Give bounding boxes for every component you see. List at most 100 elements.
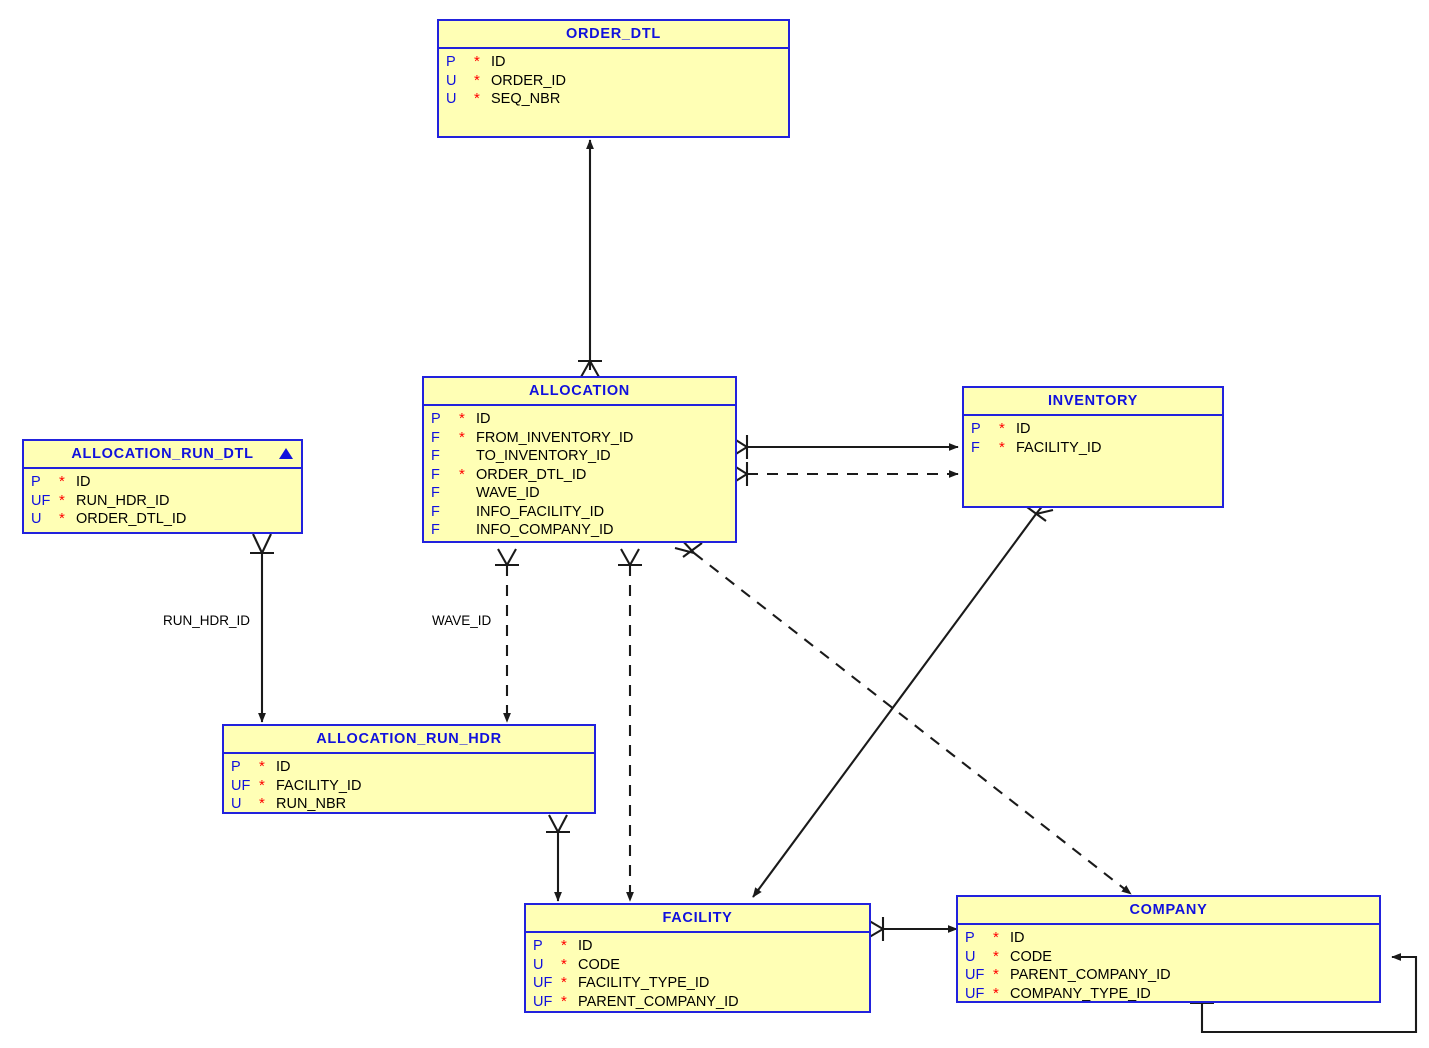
attribute-row: U * ORDER_ID [439, 72, 788, 91]
attribute-name: ID [1010, 930, 1025, 946]
attribute-required [459, 486, 472, 500]
attribute-required [459, 523, 472, 537]
attribute-name: FACILITY_ID [1016, 439, 1102, 456]
attribute-row: F * FROM_INVENTORY_ID [424, 429, 735, 448]
attribute-row: U * CODE [526, 956, 869, 975]
attribute-name: FACILITY_TYPE_ID [578, 975, 710, 991]
attribute-name: INFO_FACILITY_ID [476, 503, 605, 520]
attribute-key: P [965, 930, 975, 946]
entity-allocation[interactable]: ALLOCATION P * ID F * FROM_INVENTORY_ID … [422, 376, 737, 543]
attribute-list: P * ID F * FACILITY_ID [964, 416, 1222, 461]
edge-allocation-inventory-dashed [730, 462, 959, 486]
attribute-key: UF [965, 985, 985, 1002]
attribute-row: F INFO_COMPANY_ID [424, 521, 735, 540]
attribute-required: * [561, 974, 567, 991]
attribute-key: P [431, 411, 441, 427]
attribute-name: SEQ_NBR [491, 91, 561, 107]
attribute-row: P * ID [964, 420, 1222, 439]
attribute-row: U * SEQ_NBR [439, 90, 788, 109]
attribute-key: P [31, 474, 41, 490]
attribute-name: ORDER_DTL_ID [476, 466, 587, 483]
attribute-row: F INFO_FACILITY_ID [424, 503, 735, 522]
attribute-list: P * ID F * FROM_INVENTORY_ID F TO_INVENT… [424, 406, 735, 544]
attribute-required: * [459, 410, 465, 427]
attribute-name: ID [1016, 421, 1031, 437]
attribute-name: ORDER_DTL_ID [76, 511, 187, 527]
entity-inventory[interactable]: INVENTORY P * ID F * FACILITY_ID [962, 386, 1224, 508]
attribute-name: ID [276, 759, 291, 775]
edge-facility-company [865, 917, 958, 941]
entity-title: ALLOCATION_RUN_DTL [24, 441, 301, 469]
attribute-key: UF [965, 967, 985, 983]
attribute-row: P * ID [439, 53, 788, 72]
attribute-required: * [999, 438, 1005, 456]
attribute-name: FROM_INVENTORY_ID [476, 429, 634, 446]
edge-allocation-facility [618, 548, 642, 902]
attribute-name: INFO_COMPANY_ID [476, 522, 614, 538]
attribute-required: * [259, 795, 265, 812]
attribute-required: * [561, 937, 567, 954]
attribute-required: * [561, 992, 567, 1010]
attribute-row: P * ID [958, 929, 1379, 948]
entity-title: FACILITY [526, 905, 869, 933]
attribute-key: P [533, 938, 543, 954]
attribute-key: P [971, 421, 981, 437]
entity-title: ORDER_DTL [439, 21, 788, 49]
attribute-name: ID [491, 54, 506, 70]
attribute-row: F * ORDER_DTL_ID [424, 466, 735, 485]
attribute-list: P * ID UF * FACILITY_ID U * RUN_NBR [224, 754, 594, 818]
attribute-row: UF * PARENT_COMPANY_ID [958, 966, 1379, 985]
attribute-key: F [971, 439, 980, 456]
entity-company[interactable]: COMPANY P * ID U * CODE UF * PARENT_COMP… [956, 895, 1381, 1003]
attribute-list: P * ID U * CODE UF * FACILITY_TYPE_ID UF… [526, 933, 869, 1015]
attribute-required: * [59, 510, 65, 527]
edge-allocation-order-dtl [578, 139, 602, 378]
attribute-name: FACILITY_ID [276, 777, 362, 794]
edge-run-dtl-run-hdr [250, 533, 274, 723]
edge-label-wave-id: WAVE_ID [432, 613, 492, 628]
attribute-required: * [993, 929, 999, 946]
attribute-row: F WAVE_ID [424, 484, 735, 503]
edge-inventory-facility [752, 498, 1054, 898]
edge-run-hdr-facility [546, 814, 570, 902]
attribute-name: PARENT_COMPANY_ID [1010, 967, 1171, 983]
attribute-required: * [474, 71, 480, 89]
entity-order-dtl[interactable]: ORDER_DTL P * ID U * ORDER_ID U * SEQ_NB… [437, 19, 790, 138]
entity-title: COMPANY [958, 897, 1379, 925]
attribute-key: UF [31, 492, 51, 509]
attribute-row: U * CODE [958, 948, 1379, 967]
attribute-name: RUN_NBR [276, 796, 347, 812]
attribute-key: UF [533, 975, 553, 991]
attribute-key: U [965, 948, 976, 965]
attribute-required: * [59, 473, 65, 490]
attribute-name: CODE [1010, 948, 1052, 965]
attribute-row: UF * RUN_HDR_ID [24, 492, 301, 511]
collapse-triangle-icon[interactable] [279, 448, 293, 459]
attribute-key: F [431, 466, 440, 483]
attribute-name: TO_INVENTORY_ID [476, 448, 611, 464]
attribute-name: ID [578, 938, 593, 954]
attribute-required [459, 449, 472, 463]
attribute-row: F * FACILITY_ID [964, 439, 1222, 458]
attribute-name: ID [476, 411, 491, 427]
attribute-required: * [59, 491, 65, 509]
attribute-key: U [31, 511, 42, 527]
entity-facility[interactable]: FACILITY P * ID U * CODE UF * FACILITY_T… [524, 903, 871, 1013]
attribute-row: F TO_INVENTORY_ID [424, 447, 735, 466]
edge-allocation-inventory-solid [730, 435, 959, 459]
entity-allocation-run-dtl[interactable]: ALLOCATION_RUN_DTL P * ID UF * RUN_HDR_I… [22, 439, 303, 534]
attribute-key: F [431, 503, 440, 520]
entity-title: ALLOCATION_RUN_HDR [224, 726, 594, 754]
attribute-row: P * ID [224, 758, 594, 777]
entity-title-text: ALLOCATION_RUN_DTL [71, 446, 254, 462]
attribute-required [459, 505, 472, 519]
entity-allocation-run-hdr[interactable]: ALLOCATION_RUN_HDR P * ID UF * FACILITY_… [222, 724, 596, 814]
attribute-name: COMPANY_TYPE_ID [1010, 985, 1151, 1002]
attribute-key: F [431, 448, 440, 464]
attribute-required: * [993, 984, 999, 1002]
attribute-row: U * ORDER_DTL_ID [24, 510, 301, 529]
attribute-key: P [446, 54, 456, 70]
attribute-row: P * ID [526, 937, 869, 956]
attribute-row: UF * FACILITY_TYPE_ID [526, 974, 869, 993]
attribute-key: UF [231, 777, 251, 794]
